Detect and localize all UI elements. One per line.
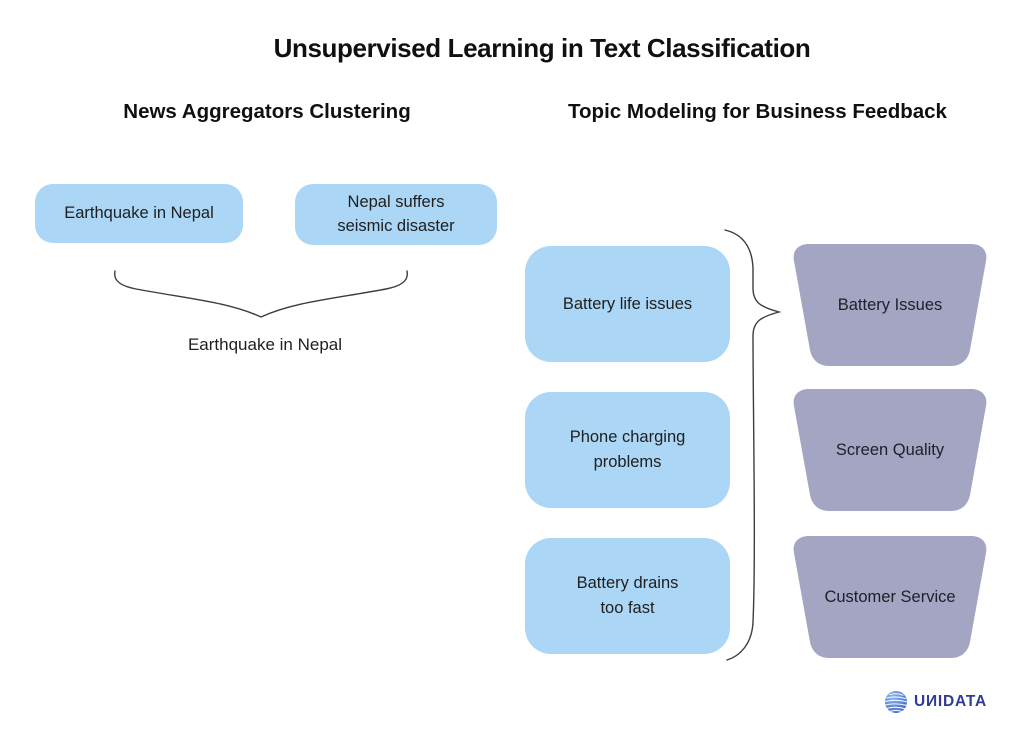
left-section-heading: News Aggregators Clustering [123,100,411,123]
trapezoid-shape [793,244,987,366]
feedback-box-2: Phone charging problems [525,392,730,508]
cluster-brace [114,270,408,318]
document-box-2-label-line1: Nepal suffers [347,192,445,211]
trapezoid-shape [793,389,987,511]
document-box-2-label-line2: seismic disaster [337,216,455,235]
topic-shape-2: Screen Quality [792,389,988,511]
unidata-logo: UИIDATA [884,690,987,714]
document-box-1: Earthquake in Nepal [35,184,243,243]
diagram-title: Unsupervised Learning in Text Classifica… [273,33,811,63]
feedback-box-2-label-line1: Phone charging [569,428,686,447]
topic-1-label: Battery Issues [837,295,943,314]
document-box-1-label: Earthquake in Nepal [64,203,214,222]
document-box-2: Nepal suffers seismic disaster [295,184,497,245]
topic-3-label: Customer Service [824,587,956,606]
trapezoid-shape [793,536,987,658]
cluster-result-label: Earthquake in Nepal [187,335,343,354]
topics-brace [724,229,782,661]
feedback-box-2-label-line2: problems [593,453,662,471]
right-section-heading: Topic Modeling for Business Feedback [568,100,947,123]
feedback-box-1: Battery life issues [525,246,730,362]
topic-shape-1: Battery Issues [792,244,988,366]
unidata-logo-text: UИIDATA [914,693,987,710]
feedback-box-3: Battery drains too fast [525,538,730,654]
feedback-box-3-label-line2: too fast [600,599,655,617]
topic-2-label: Screen Quality [835,440,945,459]
feedback-box-3-label-line1: Battery drains [576,574,679,593]
feedback-box-1-label: Battery life issues [562,294,693,313]
globe-icon [884,691,908,713]
topic-shape-3: Customer Service [792,536,988,658]
